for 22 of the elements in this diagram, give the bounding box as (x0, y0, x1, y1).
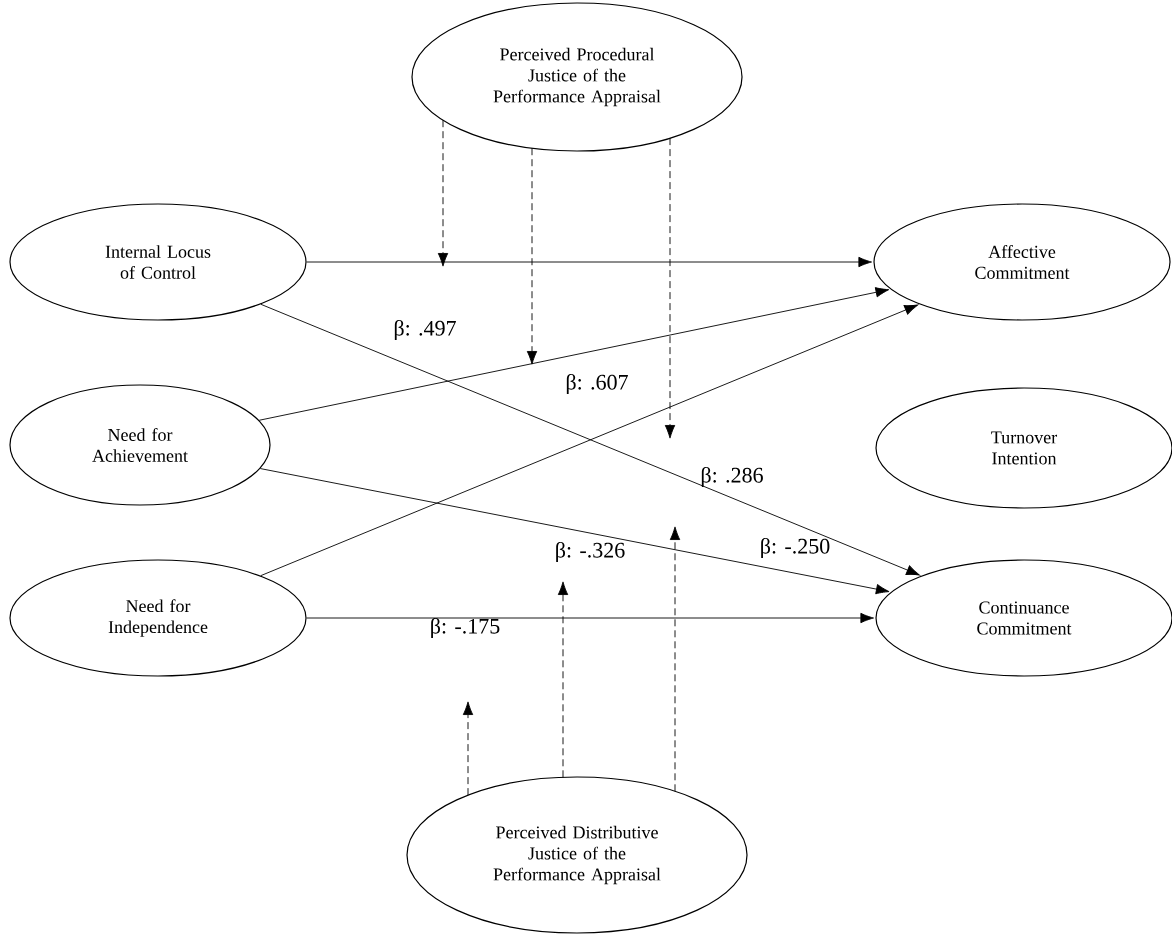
arrow (259, 468, 890, 595)
arrow (664, 137, 676, 439)
ellipse-node: Need for Achievement (9, 384, 271, 506)
arrow (258, 287, 890, 421)
coefficient-label: β: .607 (566, 373, 628, 395)
arrow (669, 526, 681, 792)
coefficient-label: β: .286 (701, 466, 763, 488)
arrow (557, 581, 569, 778)
ellipse-node: Need for Independence (9, 559, 307, 677)
coefficient-label: β: -.175 (431, 617, 500, 639)
coefficient-label: β: -.250 (761, 537, 830, 559)
coefficient-label: β: .497 (394, 319, 456, 341)
arrow (526, 147, 538, 365)
ellipse-node: Affective Commitment (873, 203, 1171, 321)
ellipse-node: Perceived Procedural Justice of the Performance Appraisal (411, 2, 743, 152)
arrow (437, 119, 449, 267)
arrow (306, 612, 874, 624)
ellipse-node: Internal Locus of Control (9, 203, 307, 321)
arrow (462, 701, 474, 796)
coefficient-label: β: -.326 (556, 541, 625, 563)
ellipse-node: Perceived Distributive Justice of the Performance Appraisal (406, 776, 748, 934)
arrow (306, 256, 872, 268)
